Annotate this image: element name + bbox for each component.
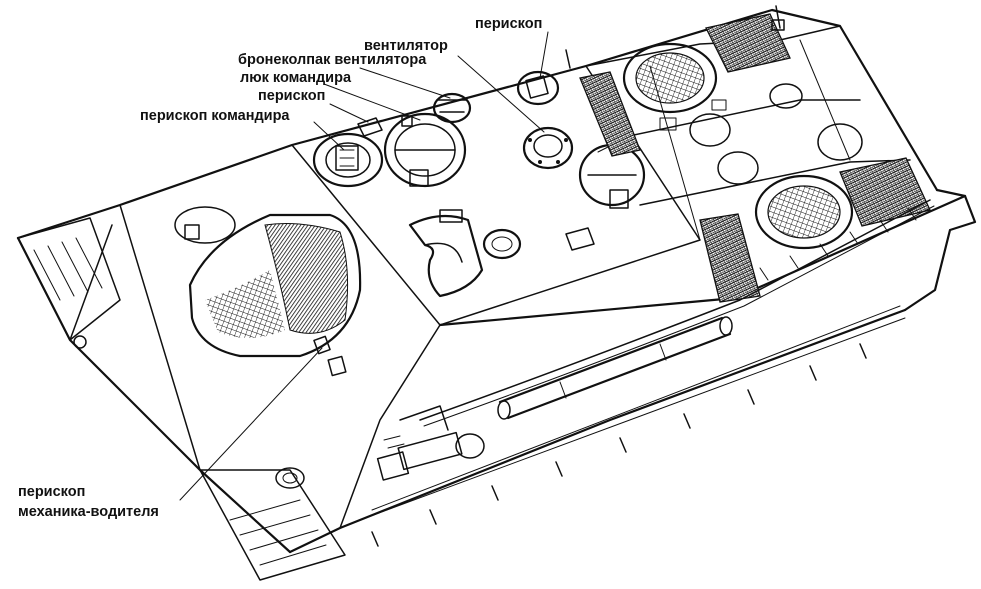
hull-outline <box>16 8 977 554</box>
tow-cable <box>419 199 935 427</box>
radiator-fan-front <box>754 174 854 250</box>
gun-mount-plate <box>408 209 484 298</box>
driver-periscope-block <box>313 335 347 377</box>
engine-grille-rear-left <box>705 13 791 73</box>
jack-tools <box>376 405 485 481</box>
leader-periscope-mid <box>329 103 369 123</box>
leader-periscope-top <box>539 31 549 79</box>
leader-commander-hatch <box>323 83 421 121</box>
radiator-fan-rear <box>622 42 718 114</box>
commander-periscope-cupola <box>312 132 384 188</box>
ventilation-fan <box>522 126 574 170</box>
label-periscope-top: перископ <box>475 16 542 32</box>
fan-armored-cover <box>432 92 472 124</box>
label-periscope-mid: перископ <box>258 88 325 104</box>
driver-vision-port <box>188 213 362 358</box>
engine-deck <box>585 25 911 241</box>
engine-grille-front-left <box>579 71 641 157</box>
leader-driver-periscope <box>179 347 323 501</box>
label-driver-periscope-line2: механика-водителя <box>18 504 159 520</box>
front-periscope-mount <box>174 206 236 244</box>
round-port-cover <box>482 228 522 260</box>
commander-hatch <box>383 112 467 188</box>
leader-commander-periscope <box>313 121 345 151</box>
periscope-small <box>357 117 383 137</box>
barrel-cleaning-tube <box>497 316 733 420</box>
engine-grille-front-right <box>699 213 761 303</box>
engine-access-hatch <box>659 83 863 185</box>
label-commander-hatch: люк командира <box>240 70 352 86</box>
antenna-post <box>565 5 785 69</box>
engine-grille-rear-right <box>839 157 931 227</box>
label-commander-periscope: перископ командира <box>140 108 290 124</box>
label-fan-cover: бронеколпак вентилятора <box>238 52 427 68</box>
leader-fan <box>457 55 545 133</box>
leader-lines <box>179 31 549 501</box>
roof-block <box>565 227 595 251</box>
left-front-fender <box>17 217 121 349</box>
right-front-fender <box>199 467 346 581</box>
leader-fan-cover <box>359 67 451 99</box>
periscope-top <box>516 70 560 106</box>
side-skirt-brackets <box>371 207 917 547</box>
label-fan: вентилятор <box>364 38 448 54</box>
labels: перископ вентилятор бронеколпак вентилят… <box>18 16 542 520</box>
label-driver-periscope-line1: перископ <box>18 484 85 500</box>
